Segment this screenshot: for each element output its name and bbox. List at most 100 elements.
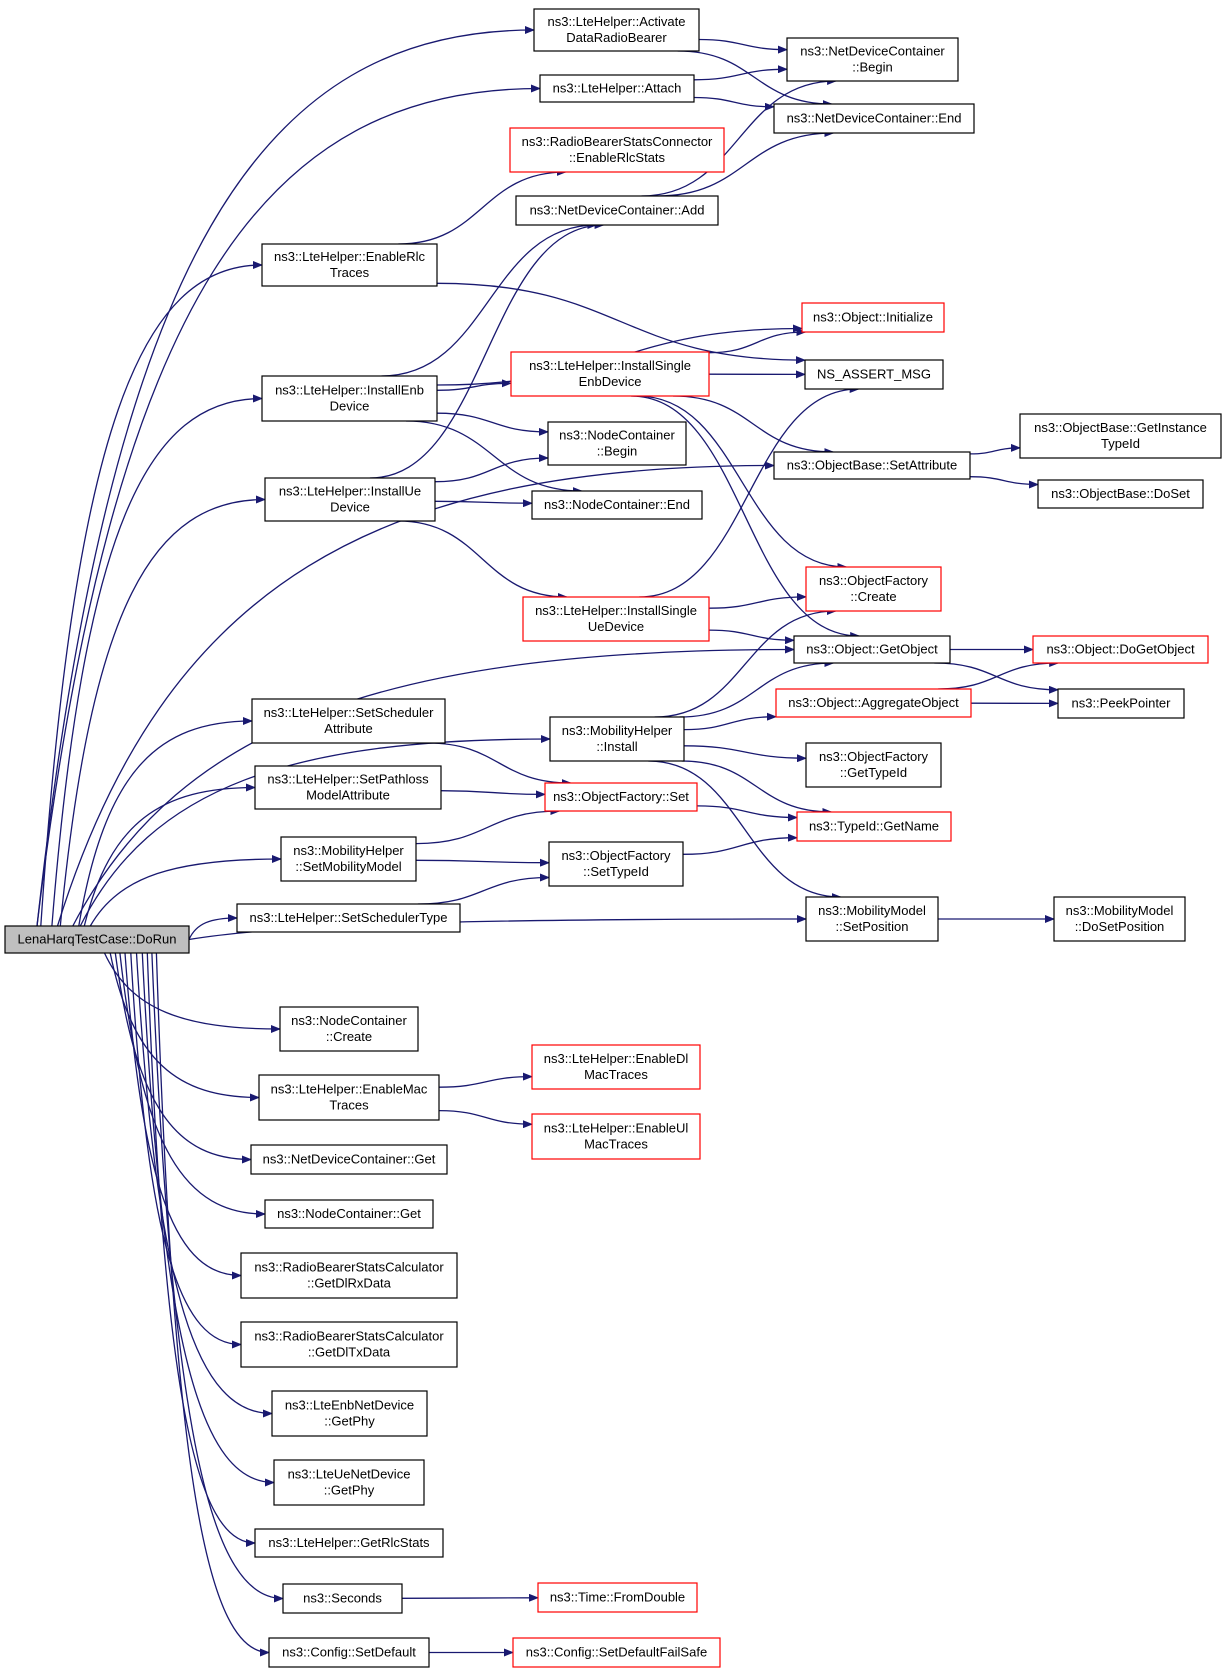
node-ofset[interactable]: ns3::ObjectFactory::Set <box>544 782 698 812</box>
node-ncbegin[interactable]: ns3::NodeContainer::Begin <box>547 421 687 466</box>
node-peekpointer[interactable]: ns3::PeekPointer <box>1057 688 1185 719</box>
node-box-enablemac[interactable] <box>258 1074 440 1121</box>
node-seconds[interactable]: ns3::Seconds <box>282 1583 403 1614</box>
node-box-peekpointer[interactable] <box>1057 688 1185 719</box>
node-ncget[interactable]: ns3::NodeContainer::Get <box>264 1199 434 1229</box>
node-box-enabledlmac[interactable] <box>531 1044 701 1090</box>
node-uegetphy[interactable]: ns3::LteUeNetDevice::GetPhy <box>273 1459 425 1506</box>
node-setdefaultfailsafe[interactable]: ns3::Config::SetDefaultFailSafe <box>512 1637 721 1668</box>
node-box-ndcbegin[interactable] <box>786 37 959 82</box>
node-box-enablerlcstatsconn[interactable] <box>509 127 725 173</box>
node-box-root[interactable] <box>4 925 190 954</box>
node-box-dogetobject[interactable] <box>1032 635 1209 664</box>
node-getdlrx[interactable]: ns3::RadioBearerStatsCalculator::GetDlRx… <box>240 1252 458 1299</box>
node-box-enablerlctraces[interactable] <box>261 243 438 287</box>
node-box-nccreate[interactable] <box>279 1006 419 1052</box>
node-setpathloss[interactable]: ns3::LteHelper::SetPathlossModelAttribut… <box>254 765 442 810</box>
node-box-objinit[interactable] <box>801 302 945 333</box>
node-box-ofgettypeid[interactable] <box>805 742 942 788</box>
node-box-seconds[interactable] <box>282 1583 403 1614</box>
node-box-assert[interactable] <box>804 359 944 390</box>
node-getrlcstats[interactable]: ns3::LteHelper::GetRlcStats <box>254 1528 444 1558</box>
node-fromdouble[interactable]: ns3::Time::FromDouble <box>537 1582 698 1613</box>
node-box-mmsetpos[interactable] <box>805 896 939 942</box>
node-box-installsingleenb[interactable] <box>510 351 710 397</box>
node-enablerlcstatsconn[interactable]: ns3::RadioBearerStatsConnector::EnableRl… <box>509 127 725 173</box>
node-box-getdltx[interactable] <box>240 1321 458 1368</box>
node-root[interactable]: LenaHarqTestCase::DoRun <box>4 925 190 954</box>
node-box-ndcadd[interactable] <box>515 195 719 226</box>
node-box-ofsettypeid[interactable] <box>548 841 684 887</box>
node-box-setattribute[interactable] <box>773 451 971 480</box>
node-objinit[interactable]: ns3::Object::Initialize <box>801 302 945 333</box>
node-setdefault[interactable]: ns3::Config::SetDefault <box>268 1637 430 1668</box>
node-box-setdefault[interactable] <box>268 1637 430 1668</box>
node-ofcreate[interactable]: ns3::ObjectFactory::Create <box>805 566 942 612</box>
node-ndcget[interactable]: ns3::NetDeviceContainer::Get <box>250 1144 448 1175</box>
node-box-doset[interactable] <box>1037 479 1204 509</box>
node-box-mobinstall[interactable] <box>549 716 685 762</box>
node-setschedtype[interactable]: ns3::LteHelper::SetSchedulerType <box>236 903 461 933</box>
node-attach[interactable]: ns3::LteHelper::Attach <box>539 74 695 103</box>
node-box-ncbegin[interactable] <box>547 421 687 466</box>
node-getdltx[interactable]: ns3::RadioBearerStatsCalculator::GetDlTx… <box>240 1321 458 1368</box>
node-mmsetpos[interactable]: ns3::MobilityModel::SetPosition <box>805 896 939 942</box>
node-ndcend[interactable]: ns3::NetDeviceContainer::End <box>773 103 975 134</box>
node-box-mmdosetpos[interactable] <box>1053 896 1186 942</box>
node-box-ofset[interactable] <box>544 782 698 812</box>
node-box-setdefaultfailsafe[interactable] <box>512 1637 721 1668</box>
node-box-getdlrx[interactable] <box>240 1252 458 1299</box>
node-box-ndcend[interactable] <box>773 103 975 134</box>
node-box-installue[interactable] <box>264 477 436 522</box>
node-box-enbgetphy[interactable] <box>271 1390 428 1437</box>
node-box-ncget[interactable] <box>264 1199 434 1229</box>
node-box-typeidgetname[interactable] <box>796 811 952 842</box>
node-box-activate[interactable] <box>533 8 700 52</box>
node-ofsettypeid[interactable]: ns3::ObjectFactory::SetTypeId <box>548 841 684 887</box>
node-doset[interactable]: ns3::ObjectBase::DoSet <box>1037 479 1204 509</box>
node-box-setschedtype[interactable] <box>236 903 461 933</box>
node-box-enableulmac[interactable] <box>531 1113 701 1160</box>
node-box-installsingleue[interactable] <box>522 596 710 642</box>
node-box-uegetphy[interactable] <box>273 1459 425 1506</box>
node-box-getrlcstats[interactable] <box>254 1528 444 1558</box>
node-box-aggregate[interactable] <box>775 688 972 718</box>
node-ndcadd[interactable]: ns3::NetDeviceContainer::Add <box>515 195 719 226</box>
node-aggregate[interactable]: ns3::Object::AggregateObject <box>775 688 972 718</box>
node-mobinstall[interactable]: ns3::MobilityHelper::Install <box>549 716 685 762</box>
node-mmdosetpos[interactable]: ns3::MobilityModel::DoSetPosition <box>1053 896 1186 942</box>
node-box-ncend[interactable] <box>531 490 703 520</box>
node-enbgetphy[interactable]: ns3::LteEnbNetDevice::GetPhy <box>271 1390 428 1437</box>
node-box-installenb[interactable] <box>261 375 438 422</box>
node-assert[interactable]: NS_ASSERT_MSG <box>804 359 944 390</box>
node-dogetobject[interactable]: ns3::Object::DoGetObject <box>1032 635 1209 664</box>
node-box-setschedattr[interactable] <box>251 698 446 744</box>
node-box-setpathloss[interactable] <box>254 765 442 810</box>
node-box-getinstancetypeid[interactable] <box>1019 413 1222 459</box>
node-box-ndcget[interactable] <box>250 1144 448 1175</box>
node-setmobmodel[interactable]: ns3::MobilityHelper::SetMobilityModel <box>280 836 417 882</box>
node-box-ofcreate[interactable] <box>805 566 942 612</box>
node-nccreate[interactable]: ns3::NodeContainer::Create <box>279 1006 419 1052</box>
node-box-fromdouble[interactable] <box>537 1582 698 1613</box>
node-box-attach[interactable] <box>539 74 695 103</box>
node-ncend[interactable]: ns3::NodeContainer::End <box>531 490 703 520</box>
node-box-getobject[interactable] <box>793 635 951 664</box>
node-getobject[interactable]: ns3::Object::GetObject <box>793 635 951 664</box>
node-typeidgetname[interactable]: ns3::TypeId::GetName <box>796 811 952 842</box>
node-box-setmobmodel[interactable] <box>280 836 417 882</box>
node-setattribute[interactable]: ns3::ObjectBase::SetAttribute <box>773 451 971 480</box>
node-ndcbegin[interactable]: ns3::NetDeviceContainer::Begin <box>786 37 959 82</box>
node-ofgettypeid[interactable]: ns3::ObjectFactory::GetTypeId <box>805 742 942 788</box>
